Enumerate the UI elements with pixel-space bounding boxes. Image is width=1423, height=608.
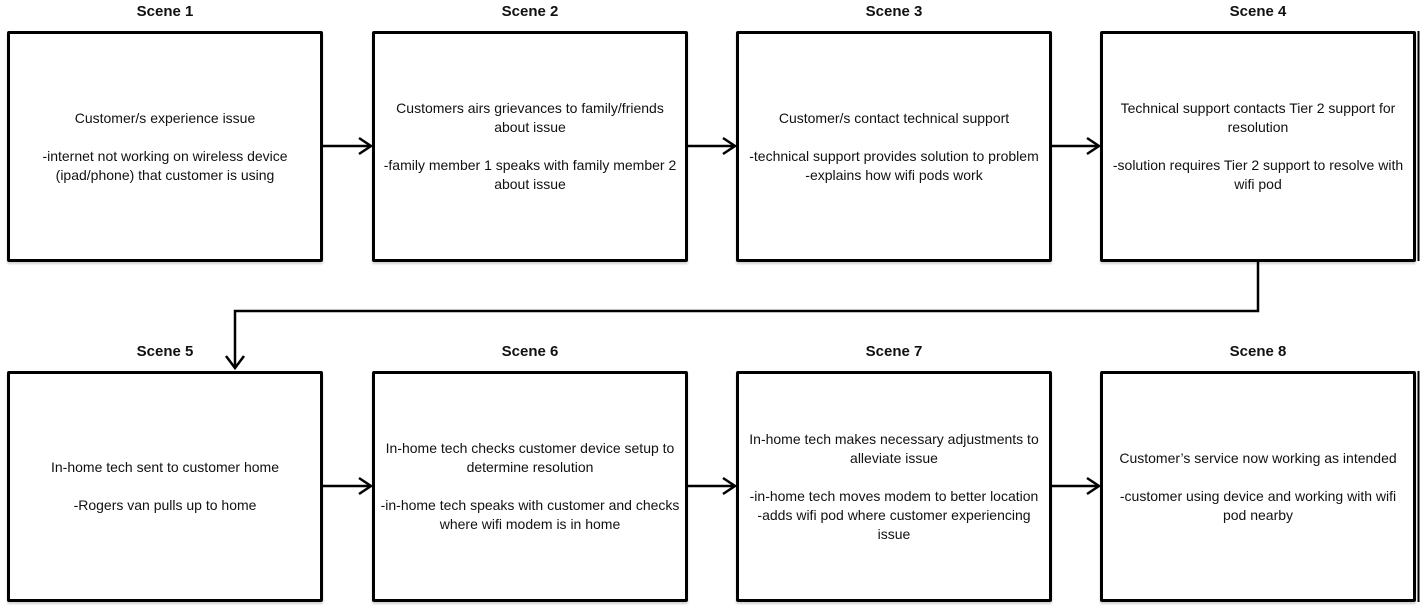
arrow-scene1-to-scene2 <box>323 136 374 156</box>
scene-6: Scene 6 In-home tech checks customer dev… <box>372 344 688 602</box>
scene-1: Scene 1 Customer/s experience issue -int… <box>7 4 323 262</box>
scene-7-box[interactable]: In-home tech makes necessary adjustments… <box>736 371 1052 602</box>
scene-7-title: Scene 7 <box>865 343 923 360</box>
scene-8-title: Scene 8 <box>1229 343 1287 360</box>
scene-2-title: Scene 2 <box>501 3 559 20</box>
scene-3-box[interactable]: Customer/s contact technical support -te… <box>736 31 1052 262</box>
scene-3-notes: -technical support provides solution to … <box>749 147 1039 183</box>
scene-7: Scene 7 In-home tech makes necessary adj… <box>736 344 1052 602</box>
scene-8-box[interactable]: Customer’s service now working as intend… <box>1100 371 1416 602</box>
scene-4-title: Scene 4 <box>1229 3 1287 20</box>
scene-8-notes: -customer using device and working with … <box>1119 487 1397 523</box>
arrow-scene3-to-scene4 <box>1052 136 1102 156</box>
scene-8-heading: Customer’s service now working as intend… <box>1119 449 1397 466</box>
scene-5-box[interactable]: In-home tech sent to customer home -Roge… <box>7 371 323 602</box>
scene-2-box[interactable]: Customers airs grievances to family/frie… <box>372 31 688 262</box>
scene-5-heading: In-home tech sent to customer home <box>51 459 279 475</box>
scene-6-box[interactable]: In-home tech checks customer device setu… <box>372 371 688 602</box>
scene-5-notes: -Rogers van pulls up to home <box>73 497 257 513</box>
scene-8: Scene 8 Customer’s service now working a… <box>1100 344 1416 602</box>
scene-7-heading: In-home tech makes necessary adjustments… <box>749 430 1039 466</box>
scene-6-title: Scene 6 <box>501 343 559 360</box>
scene-3-title: Scene 3 <box>865 3 923 20</box>
scene-7-notes: -in-home tech moves modem to better loca… <box>749 487 1039 542</box>
arrow-scene5-to-scene6 <box>323 476 374 496</box>
scene-2-heading: Customers airs grievances to family/frie… <box>396 100 664 135</box>
arrow-scene7-to-scene8 <box>1052 476 1102 496</box>
scene-4: Scene 4 Technical support contacts Tier … <box>1100 4 1416 262</box>
scene-4-notes: -solution requires Tier 2 support to res… <box>1112 157 1404 192</box>
arrow-scene6-to-scene7 <box>688 476 738 496</box>
scene-1-notes: -internet not working on wireless device… <box>42 147 288 183</box>
scene-4-box[interactable]: Technical support contacts Tier 2 suppor… <box>1100 31 1416 262</box>
scene-1-heading: Customer/s experience issue <box>74 109 256 126</box>
scene-5-title: Scene 5 <box>136 343 194 360</box>
arrow-scene2-to-scene3 <box>688 136 738 156</box>
scene-6-notes: -in-home tech speaks with customer and c… <box>380 497 680 532</box>
scene-1-box[interactable]: Customer/s experience issue -internet no… <box>7 31 323 262</box>
scene-4-heading: Technical support contacts Tier 2 suppor… <box>1120 100 1396 135</box>
scene-5: Scene 5 In-home tech sent to customer ho… <box>7 344 323 602</box>
scene-2: Scene 2 Customers airs grievances to fam… <box>372 4 688 262</box>
scene-2-notes: -family member 1 speaks with family memb… <box>383 157 677 192</box>
scene-6-heading: In-home tech checks customer device setu… <box>385 440 675 475</box>
scene-3: Scene 3 Customer/s contact technical sup… <box>736 4 1052 262</box>
scene-1-title: Scene 1 <box>136 3 194 20</box>
scene-3-heading: Customer/s contact technical support <box>778 109 1010 126</box>
